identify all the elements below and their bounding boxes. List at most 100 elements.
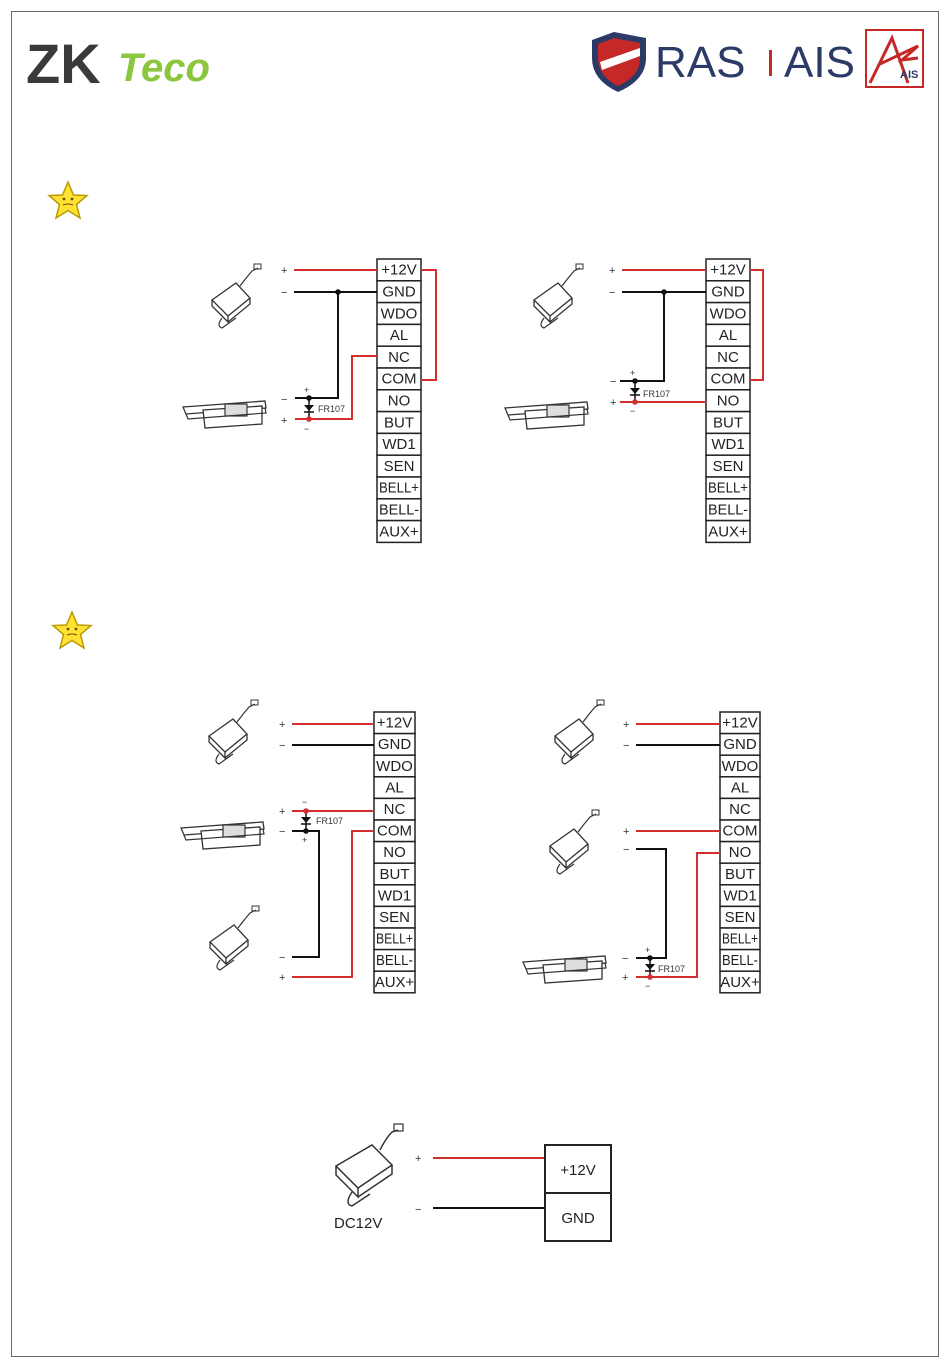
terminal-label: GND: [378, 736, 412, 753]
terminal-label: +12V: [722, 715, 757, 732]
lock-icon: [522, 955, 607, 984]
terminal-label: AUX+: [708, 523, 748, 540]
terminal-label: BELL+: [376, 931, 413, 948]
svg-text:+: +: [622, 972, 628, 984]
svg-text:−: −: [623, 740, 629, 752]
svg-text:−: −: [281, 394, 287, 406]
terminal-label: NO: [388, 392, 411, 409]
terminal-label: BUT: [725, 866, 755, 883]
terminal-label: WDO: [376, 758, 413, 775]
lock-icon: [180, 821, 265, 850]
terminal-label: GND: [723, 736, 757, 753]
svg-text:+: +: [302, 835, 307, 845]
terminal-block-2: +12VGNDWDOALNCCOMNOBUTWD1SENBELL+BELL-AU…: [705, 258, 751, 544]
ras-ais-logo: RAS AIS AIS: [592, 29, 924, 92]
terminal-label: COM: [723, 823, 758, 840]
diode-label: FR107: [643, 389, 670, 399]
terminal-label: COM: [382, 371, 417, 388]
terminal-label: NC: [388, 349, 410, 366]
svg-text:+: +: [279, 972, 285, 984]
adapter-icon: [553, 699, 605, 765]
svg-text:+: +: [610, 397, 616, 409]
diode-icon: [630, 378, 640, 405]
adapter-icon: [532, 263, 584, 329]
terminal-label: WDO: [710, 305, 747, 322]
terminal-label: BELL-: [722, 952, 758, 969]
terminal-label: COM: [711, 371, 746, 388]
terminal-label: WD1: [711, 436, 744, 453]
svg-text:−: −: [415, 1204, 421, 1216]
terminal-block-1: +12VGNDWDOALNCCOMNOBUTWD1SENBELL+BELL-AU…: [376, 258, 422, 544]
diode-label: FR107: [658, 964, 685, 974]
terminal-label: AUX+: [375, 974, 415, 991]
svg-text:+: +: [279, 719, 285, 731]
diode-icon: [304, 395, 314, 422]
terminal-label: SEN: [713, 458, 744, 475]
zkteco-logo-eco: Teco: [118, 46, 210, 90]
terminal-label: WD1: [378, 887, 411, 904]
terminal-label: NC: [729, 801, 751, 818]
power-label: DC12V: [334, 1215, 382, 1232]
svg-text:+: +: [609, 265, 615, 277]
star-icon: [51, 610, 93, 650]
terminal-label: BUT: [713, 414, 743, 431]
terminal-label: COM: [377, 823, 412, 840]
svg-text:−: −: [645, 981, 650, 991]
svg-text:+: +: [281, 415, 287, 427]
adapter-icon: [210, 263, 262, 329]
terminal-label: AUX+: [379, 523, 419, 540]
svg-text:+: +: [415, 1153, 421, 1165]
terminal-label: SEN: [379, 909, 410, 926]
diode-label: FR107: [318, 404, 345, 414]
terminal-label: NO: [729, 844, 752, 861]
terminal-label: NO: [717, 392, 740, 409]
terminal-label: SEN: [725, 909, 756, 926]
svg-text:+: +: [623, 826, 629, 838]
power-terminal-label: +12V: [560, 1162, 595, 1179]
terminal-label: BELL-: [376, 952, 413, 969]
terminal-label: BELL-: [379, 501, 419, 518]
terminal-label: BUT: [380, 866, 410, 883]
terminal-cell: [705, 519, 751, 544]
terminal-block-3: +12VGNDWDOALNCCOMNOBUTWD1SENBELL+BELL-AU…: [373, 711, 416, 994]
svg-text:+: +: [304, 385, 309, 395]
terminal-label: AL: [731, 779, 749, 796]
svg-text:−: −: [630, 406, 635, 416]
ais-badge-text: AIS: [900, 69, 918, 81]
svg-text:+: +: [281, 265, 287, 277]
terminal-label: +12V: [377, 715, 412, 732]
terminal-label: AL: [719, 327, 737, 344]
shield-stripe: [600, 48, 640, 70]
terminal-label: +12V: [710, 262, 745, 279]
svg-text:+: +: [279, 806, 285, 818]
ais-text: AIS: [784, 38, 855, 87]
svg-text:−: −: [281, 287, 287, 299]
adapter-icon: [548, 809, 600, 875]
terminal-label: WDO: [722, 758, 759, 775]
svg-text:−: −: [302, 797, 307, 807]
svg-text:−: −: [623, 844, 629, 856]
terminal-label: NC: [717, 349, 739, 366]
diode-label: FR107: [316, 816, 343, 826]
terminal-label: GND: [711, 283, 745, 300]
zkteco-logo-zk: ZK: [26, 32, 101, 95]
diode-icon: [301, 808, 311, 834]
terminal-label: BELL+: [708, 480, 748, 497]
terminal-label: +12V: [381, 262, 416, 279]
page-frame: [11, 11, 939, 1357]
diode-icon: [645, 955, 655, 980]
terminal-label: GND: [382, 283, 416, 300]
adapter-icon: [334, 1123, 404, 1207]
terminal-label: NO: [383, 844, 406, 861]
terminal-label: WDO: [381, 305, 418, 322]
terminal-label: WD1: [723, 887, 756, 904]
terminal-cell: [376, 519, 422, 544]
svg-text:+: +: [623, 719, 629, 731]
terminal-label: BELL+: [379, 480, 419, 497]
logo-divider: [769, 50, 772, 76]
svg-text:+: +: [630, 368, 635, 378]
zkteco-logo: ZK Teco: [26, 32, 210, 95]
terminal-cell: [719, 970, 761, 994]
terminal-label: AUX+: [720, 974, 760, 991]
svg-text:−: −: [304, 424, 309, 434]
